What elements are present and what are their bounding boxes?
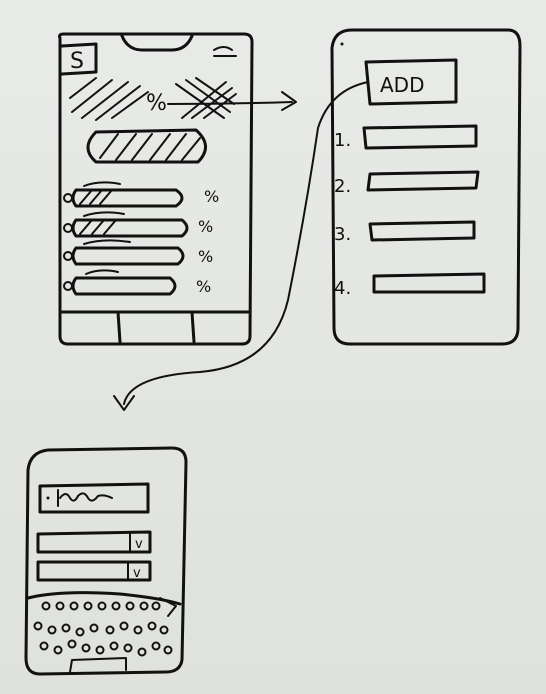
progress-row[interactable]: % [63, 239, 213, 266]
item-number: 2. [334, 176, 351, 197]
row-percent: % [198, 217, 213, 236]
phone-home-screen: S % % % [58, 32, 254, 346]
list-item[interactable]: 3. [334, 220, 476, 245]
checkmark-icon: v [133, 566, 141, 581]
primary-pill-button[interactable] [86, 128, 207, 164]
checkmark-icon: v [135, 537, 143, 552]
item-number: 3. [334, 224, 351, 245]
list-item[interactable]: 2. [334, 170, 480, 197]
checkbox-field[interactable]: v [36, 560, 152, 582]
keyboard[interactable] [26, 591, 182, 673]
checkbox-field[interactable]: v [36, 530, 152, 554]
add-button-label: ADD [380, 73, 424, 97]
add-button[interactable]: ADD [364, 58, 458, 106]
arrow-down-icon [113, 81, 369, 411]
row-percent: % [196, 277, 211, 296]
item-number: 4. [334, 278, 351, 299]
logo-box: S [60, 42, 98, 76]
header-scribble [69, 77, 237, 121]
item-number: 1. [334, 130, 351, 151]
text-input[interactable] [38, 482, 150, 514]
bottom-tab-bar[interactable] [60, 310, 252, 344]
list-item[interactable]: 4. [334, 272, 486, 299]
progress-row[interactable]: % [63, 181, 219, 208]
row-percent: % [198, 247, 213, 266]
row-percent: % [204, 187, 219, 206]
keyboard-keys[interactable] [33, 601, 173, 657]
arrow-right-icon [167, 91, 297, 111]
hamburger-menu-icon[interactable] [213, 46, 237, 57]
progress-row[interactable]: % [63, 211, 213, 238]
phone-add-screen: ADD 1. 2. 3. 4. [330, 28, 522, 346]
header-percent: % [146, 91, 167, 116]
phone-form-screen: v v [24, 446, 188, 676]
logo-letter: S [70, 49, 84, 74]
list-item[interactable]: 1. [334, 124, 478, 151]
progress-row[interactable]: % [63, 269, 211, 296]
